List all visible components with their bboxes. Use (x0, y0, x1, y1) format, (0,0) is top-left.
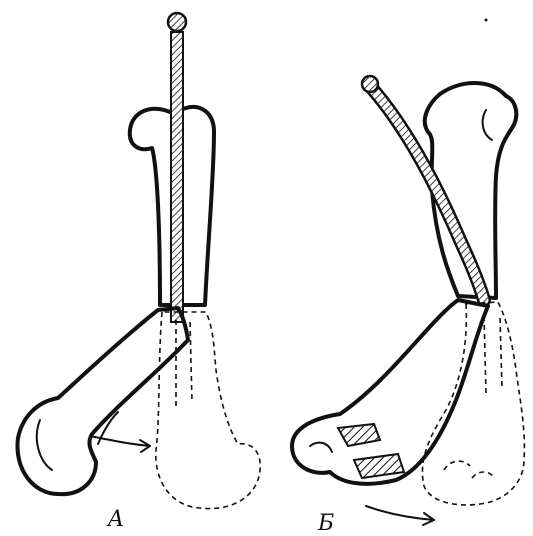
speck (485, 19, 488, 22)
panel-b-rod-head (362, 76, 378, 92)
panel-b: Б (292, 76, 524, 536)
panel-b-hatch-lower (354, 454, 404, 478)
panel-b-label: Б (317, 511, 334, 536)
panel-b-dashed-position (422, 302, 524, 505)
panel-b-rod (370, 86, 484, 300)
panel-a-rod-head (168, 13, 186, 31)
panel-a-dashed-position (156, 312, 260, 509)
panel-b-hatch-upper (338, 424, 380, 446)
panel-a: A (17, 13, 260, 532)
panel-a-label: A (106, 507, 124, 532)
panel-a-distal-fragment (17, 308, 188, 494)
panel-a-rod (171, 32, 183, 322)
